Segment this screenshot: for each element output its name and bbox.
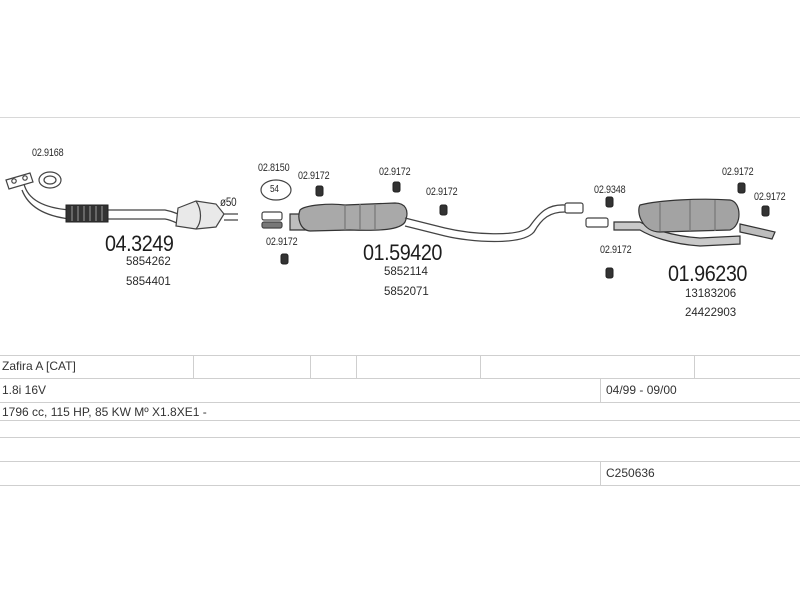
part-code-hanger: 02.9172	[426, 186, 458, 198]
exhaust-system-drawing	[5, 171, 776, 279]
catalytic-converter	[175, 200, 238, 230]
ref-number: 5852071	[384, 286, 429, 298]
part-code-hanger: 02.9172	[266, 236, 298, 248]
system-code: C250636	[606, 466, 655, 480]
part-code-gasket: 02.8150	[258, 162, 290, 174]
part-code-rear-clamp: 02.9348	[594, 184, 626, 196]
pipe-diameter-label: ø50	[220, 195, 237, 209]
part-code-hanger: 02.9172	[379, 166, 411, 178]
hanger-icons	[280, 181, 770, 279]
table-row: C250636	[0, 462, 800, 484]
part-code-hanger: 02.9172	[298, 170, 330, 182]
part-number-front-pipe[interactable]: 04.3249	[105, 231, 174, 256]
part-code-hanger: 02.9172	[600, 244, 632, 256]
gasket-icon	[260, 179, 292, 201]
rear-silencer	[613, 198, 776, 247]
table-row: Zafira A [CAT]	[0, 355, 800, 377]
middle-silencer	[289, 202, 408, 232]
table-row: 1.8i 16V 04/99 - 09/00	[0, 379, 800, 401]
clamp-ring-icon	[38, 171, 62, 189]
ref-number: 5854401	[126, 276, 171, 288]
part-number-rear-silencer[interactable]: 01.96230	[668, 261, 747, 286]
intermediate-pipe	[404, 204, 566, 235]
gasket-size-label: 54	[270, 184, 279, 195]
engine-label: 1.8i 16V	[2, 383, 47, 397]
vehicle-model: Zafira A [CAT]	[2, 359, 76, 373]
front-pipe-flange	[5, 172, 34, 190]
ref-number: 5852114	[384, 266, 428, 278]
part-code-hanger: 02.9172	[754, 191, 786, 203]
production-period: 04/99 - 09/00	[606, 383, 677, 397]
ref-number: 13183206	[685, 288, 737, 300]
rear-clamp	[585, 217, 609, 228]
table-row: 1796 cc, 115 HP, 85 KW Mº X1.8XE1 -	[0, 401, 800, 423]
ref-number: 24422903	[685, 307, 737, 319]
part-code-hanger: 02.9172	[722, 166, 754, 178]
ref-number: 5854262	[126, 256, 171, 268]
middle-clamp	[261, 211, 283, 229]
rear-flange-clamp	[564, 202, 584, 214]
diagram-top-border	[0, 117, 800, 118]
part-code-clamp: 02.9168	[32, 147, 64, 159]
engine-spec: 1796 cc, 115 HP, 85 KW Mº X1.8XE1 -	[2, 405, 207, 419]
part-number-middle-silencer[interactable]: 01.59420	[363, 240, 442, 265]
flex-section	[65, 204, 109, 223]
